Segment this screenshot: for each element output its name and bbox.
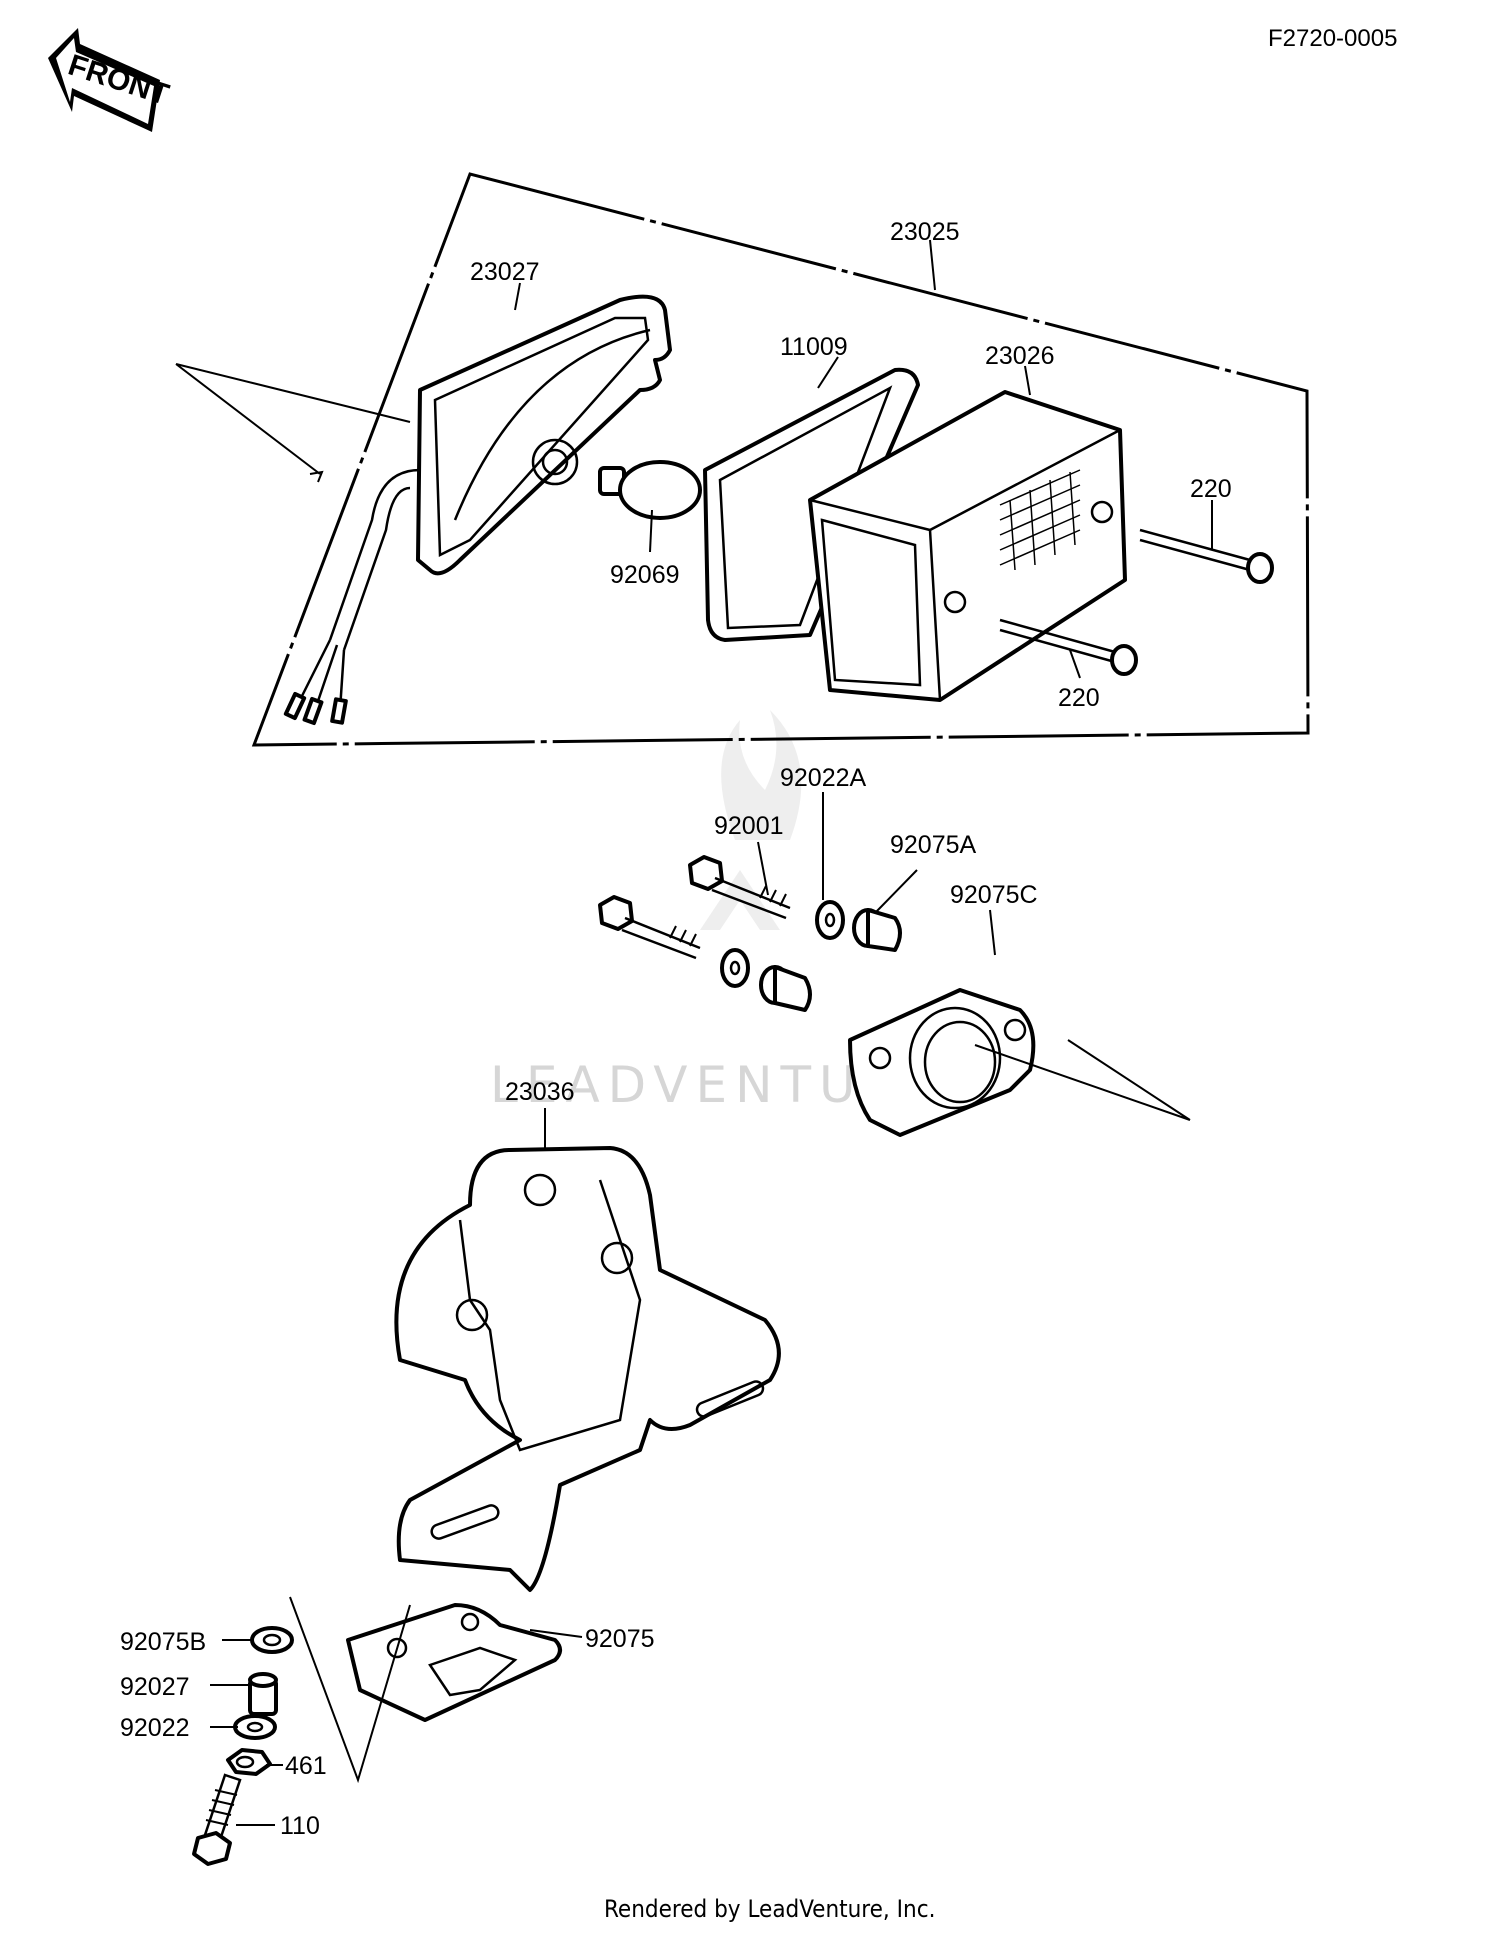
diagram-code: F2720-0005 (1268, 25, 1397, 52)
label-92075A: 92075A (890, 831, 977, 859)
label-92022A: 92022A (780, 764, 867, 792)
lamp-base-23027 (416, 294, 672, 576)
label-23027: 23027 (470, 258, 540, 286)
bolt-110 (192, 1773, 242, 1866)
front-arrow-icon: FRONT (48, 28, 173, 132)
washer-92022A-upper (815, 900, 845, 940)
label-92069: 92069 (610, 561, 680, 589)
label-92001: 92001 (714, 812, 784, 840)
washer-92022 (233, 1714, 277, 1740)
label-92075: 92075 (585, 1625, 655, 1653)
label-92075C: 92075C (950, 881, 1038, 909)
label-92022: 92022 (120, 1714, 190, 1742)
rubber-pad-92075 (346, 1603, 562, 1722)
leader-lines (210, 239, 1213, 1826)
screw-220-upper (1139, 528, 1274, 584)
bracket-23036 (394, 1146, 781, 1592)
grommet-92075B (250, 1626, 294, 1654)
bulb-92069 (598, 460, 702, 520)
label-23025: 23025 (890, 218, 960, 246)
assembly-frame-23025 (251, 172, 1310, 747)
wiring-harness (283, 468, 421, 726)
damper-92075C (848, 988, 1036, 1137)
label-220-upper: 220 (1190, 475, 1232, 503)
label-23036: 23036 (505, 1078, 575, 1106)
pointer-lines-right (974, 1039, 1191, 1121)
pointer-lines-left (175, 363, 411, 475)
bolt-92001-lower (598, 895, 701, 960)
pointer-lines-lower (289, 1596, 411, 1784)
label-92075B: 92075B (120, 1628, 206, 1656)
collar-92075A-lower (759, 965, 812, 1012)
label-11009: 11009 (780, 333, 848, 361)
lens-housing-23026 (808, 390, 1127, 702)
collar-92075A-upper (852, 908, 902, 952)
bolt-92001-upper (688, 855, 791, 920)
label-110: 110 (280, 1812, 320, 1840)
label-92027: 92027 (120, 1673, 190, 1701)
footer-credit: Rendered by LeadVenture, Inc. (604, 1895, 935, 1923)
nut-461 (226, 1748, 272, 1776)
label-461: 461 (285, 1752, 327, 1780)
label-220-lower: 220 (1058, 684, 1100, 712)
collar-92027 (248, 1672, 278, 1716)
washer-92022A-lower (720, 948, 750, 988)
label-23026: 23026 (985, 342, 1055, 370)
screw-220-lower (999, 618, 1138, 676)
